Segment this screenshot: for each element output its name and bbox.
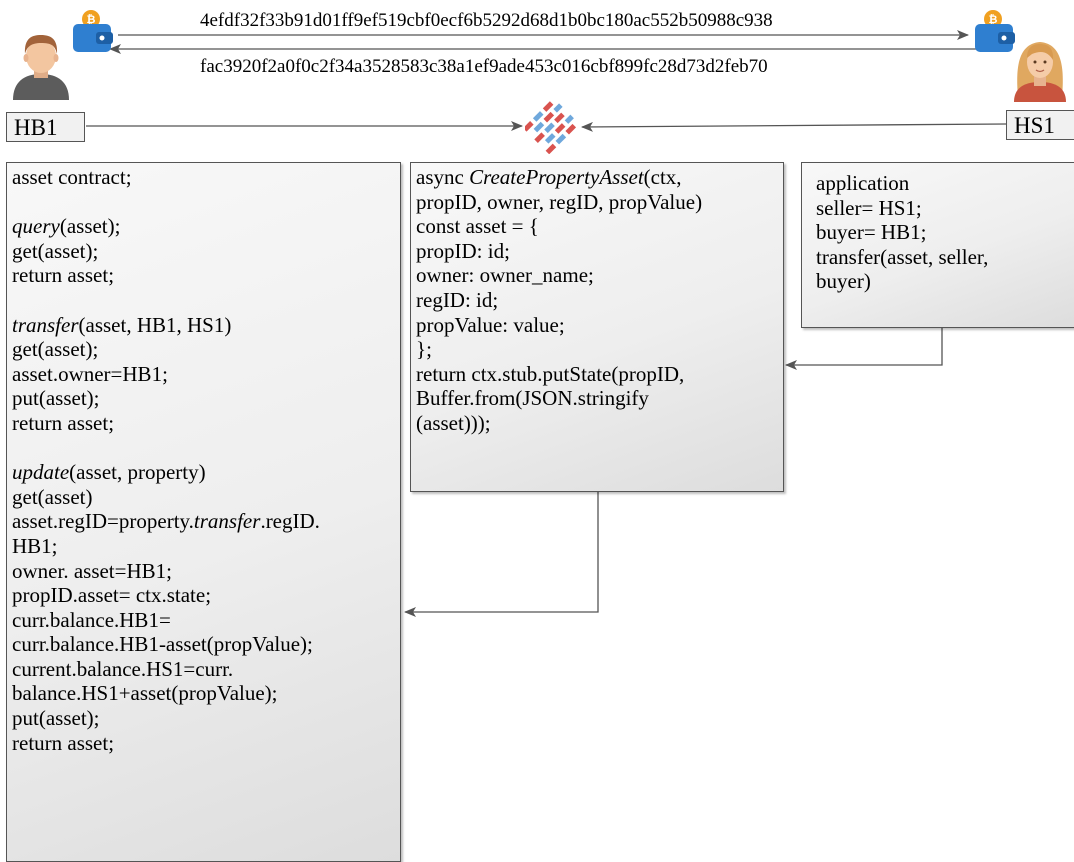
code-line: buyer= HB1; — [816, 220, 927, 245]
create-to-contract-arrow — [404, 492, 599, 617]
code-line: const asset = { — [416, 214, 539, 239]
male-user-icon — [13, 35, 69, 100]
seller-to-network-arrow — [581, 121, 1007, 132]
bitcoin-wallet-icon: ₿ — [975, 10, 1015, 52]
svg-text:₿: ₿ — [989, 13, 998, 26]
asset-contract-panel: asset contract;query(asset);get(asset);r… — [6, 162, 401, 862]
code-line: curr.balance.HB1= — [12, 607, 171, 632]
hyperledger-fabric-icon — [525, 101, 577, 154]
code-line — [12, 288, 395, 313]
code-line: async CreatePropertyAsset(ctx, — [416, 165, 682, 189]
code-line: return asset; — [12, 263, 115, 288]
code-line: propID, owner, regID, propValue) — [416, 189, 703, 214]
code-line: }; — [416, 337, 432, 362]
code-line: asset.owner=HB1; — [12, 361, 168, 386]
code-line: owner. asset=HB1; — [12, 558, 172, 583]
code-line: return asset; — [12, 410, 115, 435]
hash-forward: 4efdf32f33b91d01ff9ef519cbf0ecf6b5292d68… — [200, 10, 773, 31]
code-line: application — [816, 171, 910, 195]
code-line: get(asset); — [12, 238, 99, 263]
code-line: seller= HS1; — [816, 195, 922, 220]
code-line: update(asset, property) — [12, 460, 206, 485]
svg-text:₿: ₿ — [87, 13, 96, 26]
code-line: transfer(asset, seller, — [816, 244, 989, 269]
code-line: propID: id; — [416, 238, 510, 263]
code-line: Buffer.from(JSON.stringify — [416, 386, 649, 411]
code-line: put(asset); — [12, 386, 100, 411]
bitcoin-wallet-icon: ₿ — [73, 10, 113, 52]
code-line: HB1; — [12, 533, 58, 558]
code-line: return ctx.stub.putState(propID, — [416, 361, 685, 386]
code-line: query(asset); — [12, 214, 121, 239]
code-line: asset contract; — [12, 165, 132, 189]
application-to-create-arrow — [785, 328, 943, 370]
code-line: propValue: value; — [416, 312, 565, 337]
code-line: asset.regID=property.transfer.regID. — [12, 509, 320, 534]
code-line: curr.balance.HB1-asset(propValue); — [12, 632, 313, 657]
code-line: regID: id; — [416, 287, 499, 312]
code-line: transfer(asset, HB1, HS1) — [12, 312, 232, 337]
code-line — [12, 436, 395, 461]
code-line: buyer) — [816, 269, 871, 294]
seller-label: HS1 — [1006, 110, 1074, 140]
code-line — [12, 190, 395, 215]
code-line: return asset; — [12, 730, 115, 755]
female-user-icon — [1014, 42, 1066, 102]
code-line: put(asset); — [12, 706, 100, 731]
code-line: (asset))); — [416, 410, 491, 435]
code-line: current.balance.HS1=curr. — [12, 656, 234, 681]
code-line: propID.asset= ctx.state; — [12, 583, 212, 608]
buyer-label: HB1 — [6, 112, 85, 142]
create-property-asset-panel: async CreatePropertyAsset(ctx,propID, ow… — [410, 162, 784, 492]
code-line: balance.HS1+asset(propValue); — [12, 681, 278, 706]
hash-backward: fac3920f2a0f0c2f34a3528583c38a1ef9ade453… — [200, 56, 768, 77]
code-line: get(asset); — [12, 337, 99, 362]
code-line: get(asset) — [12, 484, 93, 509]
code-line: owner: owner_name; — [416, 263, 594, 288]
